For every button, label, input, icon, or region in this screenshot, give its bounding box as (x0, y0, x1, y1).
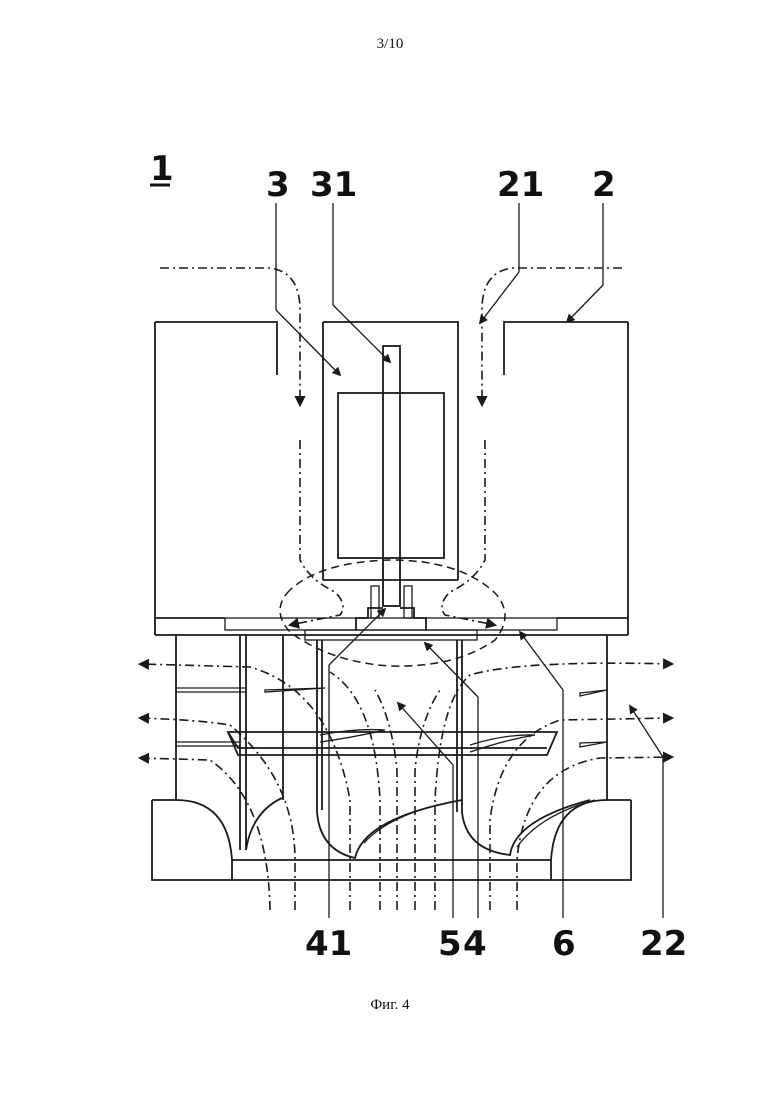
label-41: 41 (305, 924, 352, 964)
circulation-loop (280, 560, 505, 666)
label-22: 22 (640, 924, 687, 964)
label-main: 1 (150, 149, 174, 189)
figure-caption: Фиг. 4 (0, 997, 780, 1014)
airflow-lines (140, 268, 672, 910)
motor-shaft (383, 346, 400, 606)
label-4: 4 (463, 924, 487, 964)
leader-lines (276, 203, 663, 918)
label-6: 6 (552, 924, 576, 964)
lower-housing (152, 635, 631, 880)
label-5: 5 (438, 924, 462, 964)
base-plate (155, 586, 628, 640)
impeller (228, 635, 595, 858)
label-3: 3 (266, 165, 290, 205)
upper-housing (155, 322, 628, 635)
label-21: 21 (497, 165, 544, 205)
label-31: 31 (310, 165, 357, 205)
label-2: 2 (592, 165, 616, 205)
